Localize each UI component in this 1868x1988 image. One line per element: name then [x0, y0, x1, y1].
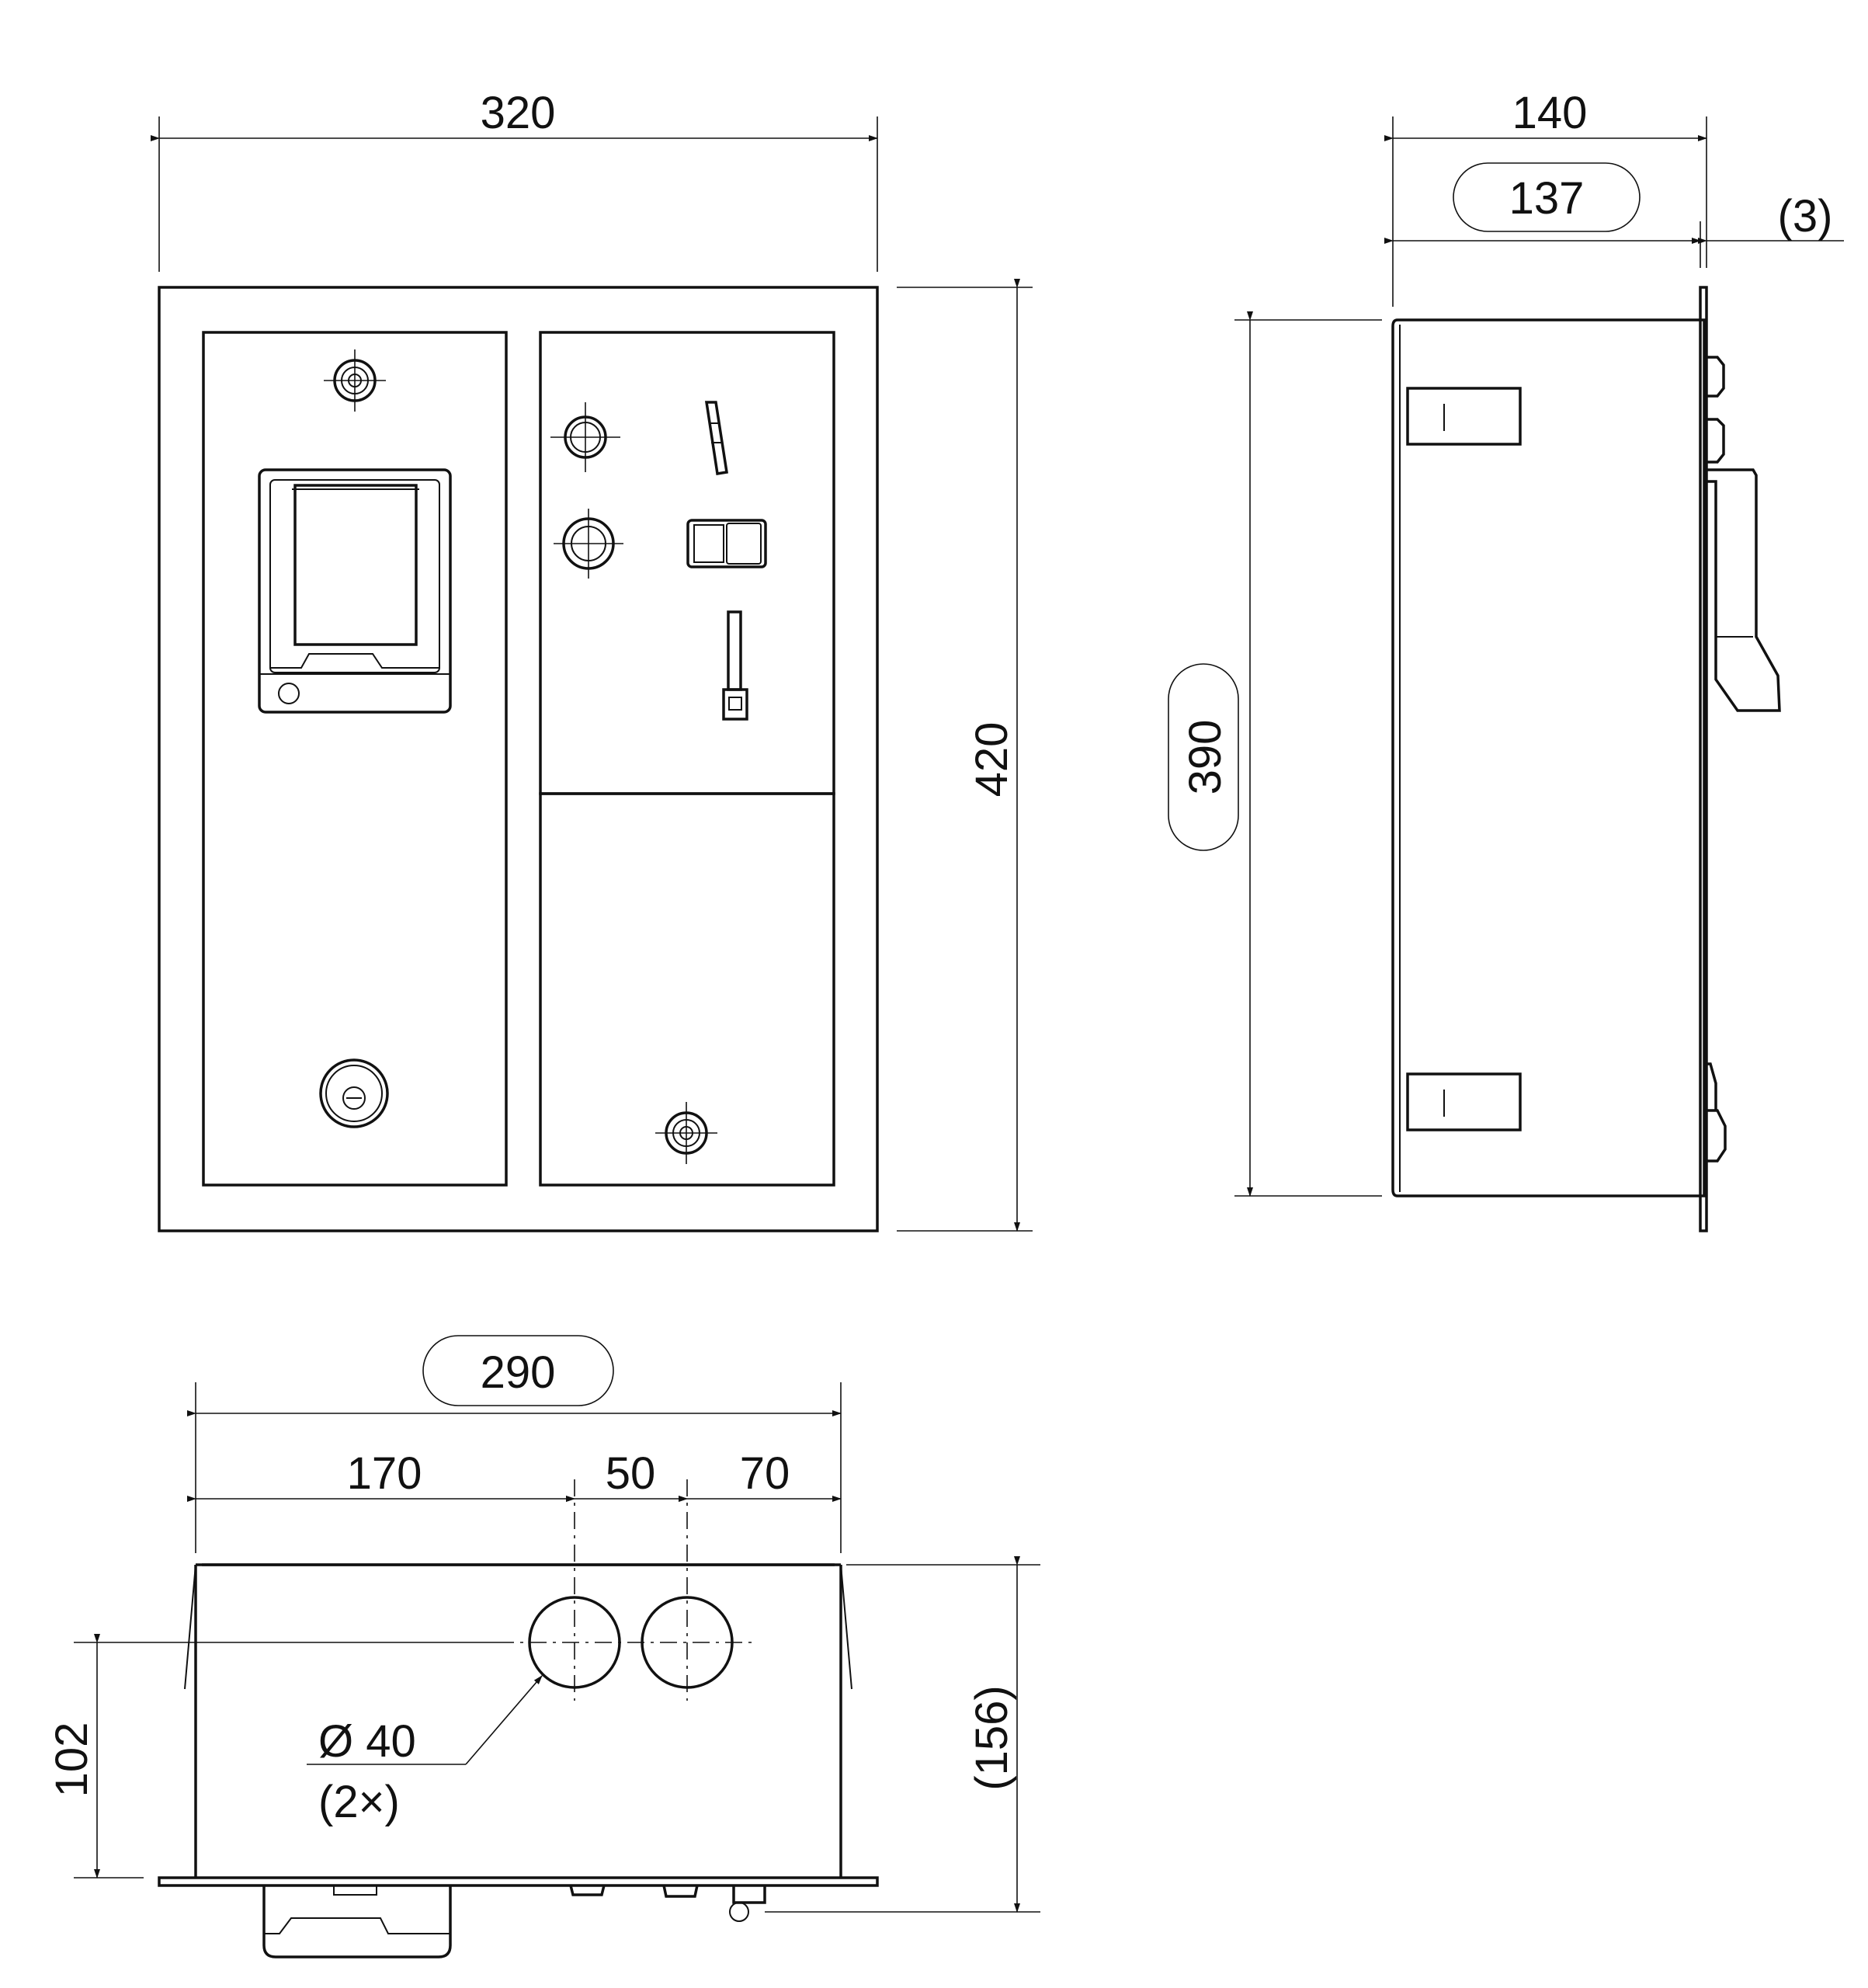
front-width-label: 320	[481, 88, 556, 138]
meter-window	[258, 468, 452, 714]
bottom-view: 290 170 50 70 102 (156) Ø 40 (2×)	[47, 1335, 1040, 1958]
bottom-seg3-label: 70	[740, 1448, 790, 1499]
side-view: 140 137 (3) 390	[1168, 88, 1844, 1232]
front-height-label: 420	[967, 722, 1017, 798]
side-flange	[1699, 286, 1708, 1232]
meter-window-profile	[1707, 468, 1781, 712]
pilot-light-bottom-icon	[554, 509, 623, 579]
side-inner-depth-label: 137	[1509, 173, 1585, 224]
left-door-panel	[202, 331, 508, 1187]
front-view: 320 420	[151, 88, 1033, 1232]
bottom-seg2-label: 50	[606, 1448, 656, 1499]
right-lower-panel	[539, 792, 835, 1187]
bottom-overall-label: 290	[481, 1347, 556, 1398]
mounting-tab-bottom	[1406, 1072, 1522, 1131]
breaker-lever-icon	[722, 610, 748, 721]
rocker-switch-icon	[686, 519, 767, 568]
bottom-seg1-label: 170	[347, 1448, 422, 1499]
screw-icon	[655, 1102, 717, 1164]
bottom-flange	[158, 1876, 879, 1887]
bottom-total-depth-label: (156)	[967, 1685, 1017, 1790]
side-body	[1391, 318, 1706, 1197]
side-depth-label: 140	[1512, 88, 1588, 138]
side-flange-label: (3)	[1778, 191, 1833, 242]
lock-icon	[319, 1058, 389, 1128]
bottom-hole-height-label: 102	[47, 1722, 97, 1798]
fuse-icon	[704, 401, 728, 476]
screw-icon	[324, 349, 386, 412]
indicator-light-icon	[278, 683, 300, 704]
hole-diameter-label: Ø 40	[318, 1716, 416, 1767]
pilot-light-top-icon	[550, 402, 620, 472]
mounting-tab-top	[1406, 387, 1522, 446]
bottom-body	[194, 1563, 842, 1878]
side-height-label: 390	[1180, 720, 1231, 795]
front-outer-frame	[158, 286, 879, 1232]
meter-window-bottom	[262, 1885, 452, 1958]
hole-count-label: (2×)	[318, 1777, 400, 1827]
